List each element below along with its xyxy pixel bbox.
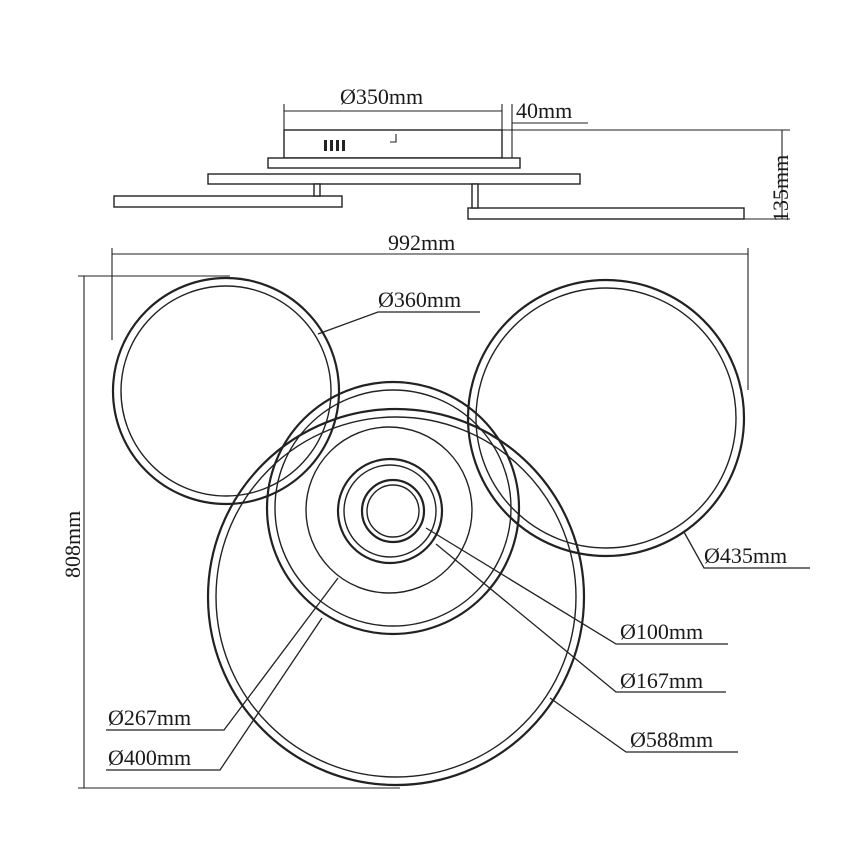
- side-connector-mark: [390, 134, 397, 143]
- ring-large-label: Ø588mm: [630, 727, 713, 752]
- leader-588: [549, 697, 738, 753]
- leader-435: [683, 531, 810, 569]
- ring-right-outer: [466, 278, 746, 558]
- side-ring-plate-left: [113, 195, 343, 208]
- ring-top-left-label: Ø360mm: [378, 287, 461, 312]
- ring-inner-medium-outer: [336, 457, 444, 565]
- total-depth-label: 808mm: [60, 511, 85, 578]
- canopy-diameter-label: Ø350mm: [340, 84, 423, 109]
- ring-large-outer: [206, 407, 586, 787]
- ring-inner-medium-label: Ø167mm: [620, 668, 703, 693]
- total-height-label: 135mm: [768, 155, 793, 222]
- leader-100: [425, 527, 728, 645]
- leader-167: [435, 543, 726, 693]
- ring-center-label: Ø400mm: [108, 745, 191, 770]
- ring-inner-medium-inner: [343, 464, 437, 558]
- ring-center-outer: [265, 380, 521, 636]
- ring-right-inner: [475, 287, 737, 549]
- ring-right-label: Ø435mm: [704, 543, 787, 568]
- side-ring-plate-center: [207, 173, 581, 185]
- total-width-label: 992mm: [388, 230, 455, 255]
- leader-400: [106, 617, 323, 771]
- ring-inner-small-outer: [360, 478, 426, 544]
- vent-slots-icon: [324, 140, 345, 151]
- leader-360: [317, 311, 480, 335]
- leader-267: [106, 577, 339, 731]
- ring-large-inner: [215, 416, 577, 778]
- side-stem-right: [471, 183, 479, 209]
- canopy-height-label: 40mm: [516, 98, 572, 123]
- side-ring-plate-right: [467, 207, 745, 220]
- ring-inner-small-inner: [366, 484, 420, 538]
- ring-middle-label: Ø267mm: [108, 705, 191, 730]
- side-stem-left: [313, 183, 321, 197]
- ring-middle: [305, 426, 473, 594]
- ring-top-left-inner: [120, 285, 332, 497]
- side-canopy-plate: [267, 157, 521, 169]
- ring-center-inner: [274, 389, 512, 627]
- ring-top-left-outer: [111, 276, 341, 506]
- side-view: Ø350mm 40mm 135mm: [113, 84, 793, 222]
- side-canopy: [283, 129, 503, 159]
- top-view: 992mm 808mm Ø360mm Ø435mm Ø100mm: [60, 230, 810, 789]
- ring-inner-small-label: Ø100mm: [620, 619, 703, 644]
